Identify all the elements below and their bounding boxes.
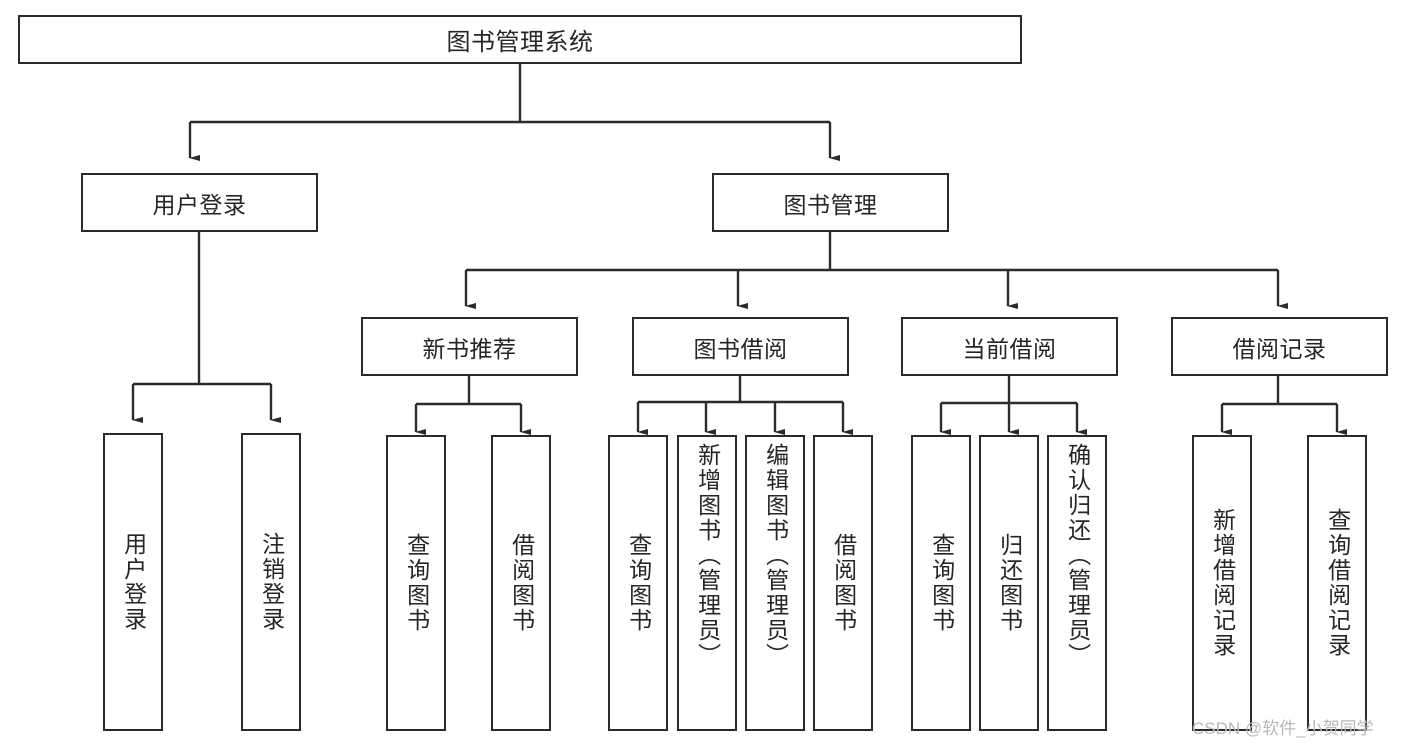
leaf-query-borrow-record-label: 查询借阅记录 [1324,508,1351,658]
sub-book-borrow-label: 图书借阅 [693,335,788,362]
branch-book-management-label: 图书管理 [783,191,878,218]
branch-user-login-label: 用户登录 [152,191,247,218]
leaf-user-logout[interactable]: 注销登录 [241,433,301,731]
leaf-add-borrow-record-label: 新增借阅记录 [1209,508,1236,658]
leaf-query-book-1-label: 查询图书 [403,533,430,633]
sub-current-borrow[interactable]: 当前借阅 [901,317,1118,376]
leaf-borrow-book-1[interactable]: 借阅图书 [491,435,551,731]
leaf-query-book-2[interactable]: 查询图书 [608,435,668,731]
branch-book-management[interactable]: 图书管理 [712,173,949,232]
leaf-edit-book-admin-label: 编辑图书（管理员） [762,443,789,668]
leaf-edit-book-admin[interactable]: 编辑图书（管理员） [745,435,805,731]
leaf-return-book[interactable]: 归还图书 [979,435,1039,731]
sub-borrow-record-label: 借阅记录 [1232,335,1327,362]
leaf-query-book-1[interactable]: 查询图书 [386,435,446,731]
sub-borrow-record[interactable]: 借阅记录 [1171,317,1388,376]
leaf-query-book-2-label: 查询图书 [625,533,652,633]
root-node[interactable]: 图书管理系统 [18,15,1022,64]
leaf-query-book-3[interactable]: 查询图书 [911,435,971,731]
leaf-user-login[interactable]: 用户登录 [103,433,163,731]
leaf-query-book-3-label: 查询图书 [928,533,955,633]
branch-user-login[interactable]: 用户登录 [81,173,318,232]
sub-new-book-recommend-label: 新书推荐 [422,335,517,362]
sub-book-borrow[interactable]: 图书借阅 [632,317,849,376]
leaf-add-book-admin-label: 新增图书（管理员） [694,443,721,668]
leaf-confirm-return-admin[interactable]: 确认归还（管理员） [1047,435,1107,731]
leaf-query-borrow-record[interactable]: 查询借阅记录 [1307,435,1367,731]
leaf-user-logout-label: 注销登录 [258,532,285,632]
leaf-add-borrow-record[interactable]: 新增借阅记录 [1192,435,1252,731]
leaf-borrow-book-1-label: 借阅图书 [508,533,535,633]
root-node-label: 图书管理系统 [446,29,594,56]
leaf-return-book-label: 归还图书 [996,533,1023,633]
leaf-borrow-book-2[interactable]: 借阅图书 [813,435,873,731]
sub-current-borrow-label: 当前借阅 [962,335,1057,362]
leaf-add-book-admin[interactable]: 新增图书（管理员） [677,435,737,731]
leaf-user-login-label: 用户登录 [120,532,147,632]
sub-new-book-recommend[interactable]: 新书推荐 [361,317,578,376]
leaf-borrow-book-2-label: 借阅图书 [830,533,857,633]
leaf-confirm-return-admin-label: 确认归还（管理员） [1064,443,1091,668]
